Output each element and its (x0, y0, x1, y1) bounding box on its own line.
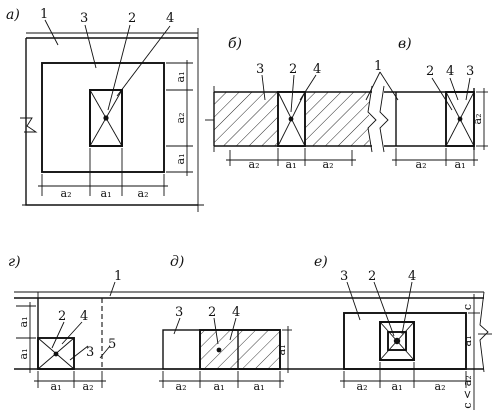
panel-label-g: г) (8, 254, 21, 270)
label-2-d: 2 (208, 305, 216, 320)
dim-a2-a-h2: a₂ (138, 187, 149, 200)
panel-label-b: б) (228, 36, 242, 52)
dim-a3-v: a₂ (471, 114, 484, 125)
panel-g: г) a₁ a₁ a₁ a₂ 2 4 3 5 1 (8, 254, 122, 393)
dim-a1-g-v2: a₁ (17, 349, 30, 360)
dim-a1-v: a₁ (455, 158, 466, 171)
label-4-v: 4 (446, 64, 454, 79)
label-2-v: 2 (426, 64, 434, 79)
panel-d: д) a₁ a₂ a₁ a₁ 3 2 4 (159, 254, 292, 393)
label-1-v: 1 (374, 59, 382, 74)
label-4-a: 4 (166, 11, 174, 26)
label-3-e: 3 (340, 269, 348, 284)
label-5-g: 5 (108, 337, 116, 352)
dim-a2-e-2: a₂ (435, 380, 446, 393)
label-3-d: 3 (175, 305, 183, 320)
label-3-a: 3 (80, 11, 88, 26)
dim-a2-b1: a₂ (249, 158, 260, 171)
dim-a1-a: a₁ (174, 72, 187, 83)
dim-a2-v: a₂ (416, 158, 427, 171)
label-4-g: 4 (80, 309, 88, 324)
label-2-g: 2 (58, 309, 66, 324)
dim-a1-g-h: a₁ (51, 380, 62, 393)
dim-a1-d-v: a₁ (275, 345, 288, 356)
panel-b: б) a₂ a₁ a₂ 3 2 4 (205, 36, 377, 171)
label-1-g: 1 (114, 269, 122, 284)
label-4-d: 4 (232, 305, 240, 320)
label-1-a: 1 (40, 7, 48, 22)
panel-a: а) a₁ a₂ a₁ a₂ a₁ a₂ (6, 7, 204, 212)
dim-a2-a-h1: a₂ (61, 187, 72, 200)
dim-a2-a: a₂ (174, 113, 187, 124)
panel-v: в) a₂ a₂ a₁ 1 2 4 3 (365, 36, 488, 171)
panel-label-e: е) (314, 254, 328, 270)
panel-label-d: д) (170, 254, 184, 270)
dim-c-lt-a2: c < a₂ (461, 375, 474, 408)
panel-label-v: в) (398, 36, 412, 52)
label-4-b: 4 (313, 62, 321, 77)
dim-a2-b2: a₂ (323, 158, 334, 171)
dim-a1-a2: a₁ (174, 154, 187, 165)
dim-a2-d: a₂ (176, 380, 187, 393)
panel-label-a: а) (6, 7, 20, 23)
label-2-e: 2 (368, 269, 376, 284)
dim-a2-e-1: a₂ (357, 380, 368, 393)
label-3-g: 3 (86, 345, 94, 360)
label-2-b: 2 (289, 62, 297, 77)
label-3-v: 3 (466, 64, 474, 79)
dim-a1-g-v1: a₁ (17, 317, 30, 328)
dim-a1-a-h: a₁ (101, 187, 112, 200)
dim-a1-e-v: a₁ (461, 336, 474, 347)
crosshatch-d (200, 330, 280, 369)
label-2-a: 2 (128, 11, 136, 26)
dim-a1-d-1: a₁ (214, 380, 225, 393)
label-4-e: 4 (408, 269, 416, 284)
dim-a1-e-h: a₁ (392, 380, 403, 393)
label-3-b: 3 (256, 62, 264, 77)
dim-a2-g-h: a₂ (83, 380, 94, 393)
dim-c-e: c (461, 304, 474, 310)
dim-a1-d-2: a₁ (254, 380, 265, 393)
dim-a1-b: a₁ (286, 158, 297, 171)
panel-e: е) c a₁ c < a₂ a₂ a₁ a₂ 3 2 4 (314, 254, 480, 410)
